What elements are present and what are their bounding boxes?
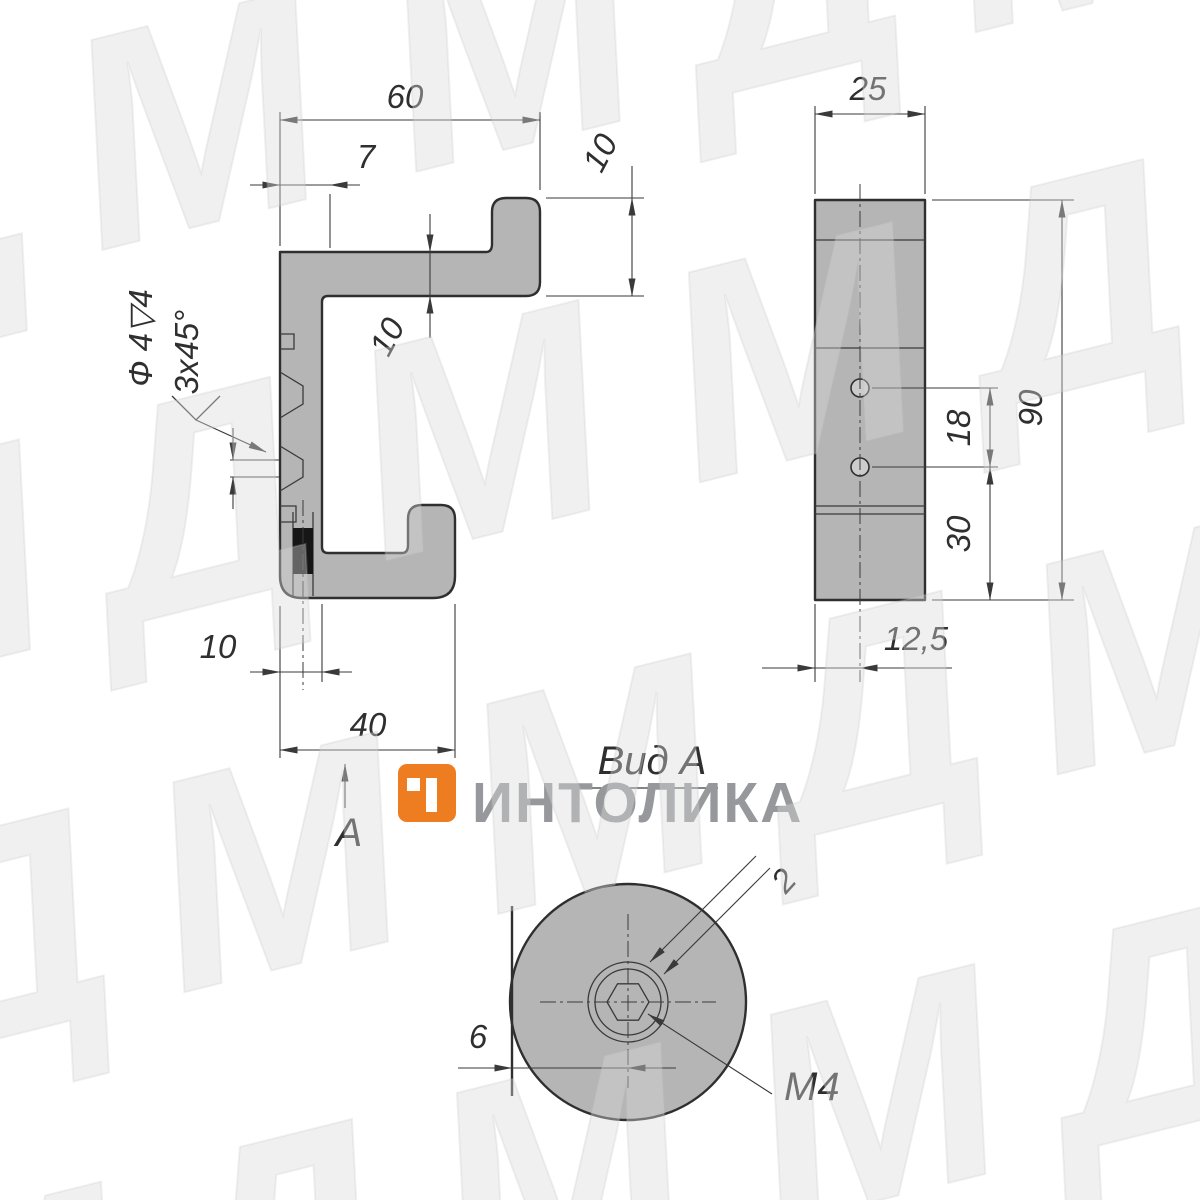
dim-width-bottom: 40 — [279, 604, 456, 758]
watermark-text: МДМ — [427, 438, 1200, 977]
front-view-body — [813, 198, 927, 602]
thread-label: M4 — [784, 1065, 840, 1109]
chamfer-leader — [171, 395, 221, 421]
dim-hole-spacing: 18 — [872, 387, 998, 468]
chamfer-note-label: 3x45° — [168, 310, 205, 395]
view-direction-arrow: А — [334, 763, 363, 855]
dim-hook-height: 10 — [546, 127, 644, 297]
dim-width-bottom-label: 40 — [350, 706, 387, 743]
hook-profile-shape — [278, 196, 542, 600]
hole-note-label: Ф 4▽4 — [122, 289, 159, 387]
dim-offset-top-label: 7 — [357, 138, 377, 175]
dim-width-top: 60 — [279, 78, 541, 246]
dim-hole-spacing-label: 18 — [940, 409, 977, 446]
front-view-edges — [815, 239, 925, 515]
dim-width-label: 25 — [849, 70, 887, 107]
side-view: 60 7 10 10 Ф 4▽4 3x45° — [122, 78, 644, 855]
plate-details — [279, 333, 314, 690]
logo: ИНТОЛИКА — [398, 764, 803, 835]
hole-notes: Ф 4▽4 3x45° — [122, 289, 267, 453]
dim-flat-offset: 6 — [458, 1018, 676, 1072]
dim-flat-offset-label: 6 — [469, 1018, 488, 1055]
dim-offset-top: 7 — [250, 138, 377, 248]
dim-height-label: 90 — [1012, 389, 1049, 426]
dim-center-offset: 12,5 — [762, 604, 952, 682]
dim-hole-offset: 30 — [940, 466, 994, 601]
front-view: 25 90 18 30 12,5 — [762, 70, 1074, 682]
dim-center-offset-label: 12,5 — [884, 620, 949, 657]
dim-height: 90 — [932, 199, 1074, 601]
dim-chamfer-label: 2 — [763, 861, 803, 900]
dim-plate-thickness: 10 — [200, 604, 352, 682]
countersink-dim — [229, 428, 279, 509]
dim-plate-thickness-label: 10 — [200, 628, 237, 665]
view-arrow-label: А — [334, 811, 363, 855]
logo-icon-bar — [426, 778, 437, 812]
logo-icon-dot — [407, 778, 420, 791]
watermark-text: МДМ — [0, 656, 491, 1195]
logo-text: ИНТОЛИКА — [472, 771, 803, 835]
thread-callout: M4 — [647, 1013, 840, 1109]
hex-socket-screw — [540, 914, 716, 1088]
dim-hole-offset-label: 30 — [940, 515, 977, 552]
watermark-text: МДМ — [0, 224, 692, 763]
dim-arm-thickness-label: 10 — [362, 311, 412, 361]
detail-view: Вид А 6 2 M4 — [458, 739, 840, 1122]
screw-section — [293, 528, 313, 574]
dim-hook-height-label: 10 — [575, 127, 625, 177]
dim-width: 25 — [814, 70, 926, 194]
dim-width-top-label: 60 — [387, 78, 424, 115]
detail-view-title: Вид А — [598, 739, 707, 783]
